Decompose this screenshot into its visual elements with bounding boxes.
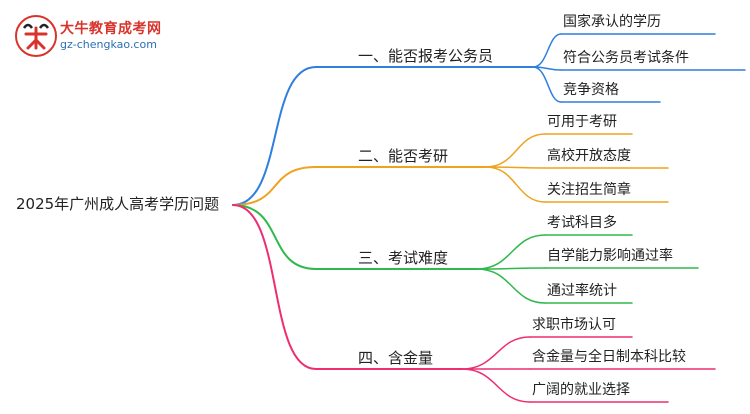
child-connector <box>485 166 546 203</box>
bull-logo-icon <box>15 15 57 57</box>
leaf-topic: 求职市场认可 <box>532 317 616 333</box>
root-topic: 2025年广州成人高考学历问题 <box>16 195 220 213</box>
leaf-topic: 自学能力影响通过率 <box>547 248 673 264</box>
child-connector <box>476 234 546 270</box>
logo-title: 大牛教育成考网 <box>60 21 162 37</box>
root-connector <box>232 204 317 270</box>
child-connector <box>476 267 546 270</box>
leaf-topic: 通过率统计 <box>547 283 617 299</box>
child-connector <box>461 336 531 370</box>
logo-url: gz-chengkao.com <box>60 38 157 51</box>
branch-label: 四、含金量 <box>358 349 434 367</box>
child-connector <box>532 33 562 68</box>
root-connector <box>232 66 317 206</box>
leaf-topic: 关注招生简章 <box>547 182 631 198</box>
leaf-topic: 可用于考研 <box>547 114 617 130</box>
branch-label: 一、能否报考公务员 <box>358 47 494 65</box>
child-connector <box>485 133 546 168</box>
branch-label: 三、考试难度 <box>358 249 449 267</box>
leaf-topic: 国家承认的学历 <box>563 14 661 30</box>
leaf-topic: 含金量与全日制本科比较 <box>532 349 686 365</box>
leaf-topic: 高校开放态度 <box>547 148 631 164</box>
child-connector <box>461 368 531 403</box>
site-logo: 大牛教育成考网 gz-chengkao.com <box>14 14 174 58</box>
branch-label: 二、能否考研 <box>358 147 449 165</box>
leaf-topic: 符合公务员考试条件 <box>563 50 689 66</box>
leaf-topic: 广阔的就业选择 <box>532 382 630 398</box>
root-connector <box>232 204 317 370</box>
leaf-topic: 考试科目多 <box>547 215 617 231</box>
leaf-topic: 竞争资格 <box>563 82 619 98</box>
child-connector <box>476 268 546 304</box>
child-connector <box>532 66 562 103</box>
root-connector <box>232 166 317 206</box>
